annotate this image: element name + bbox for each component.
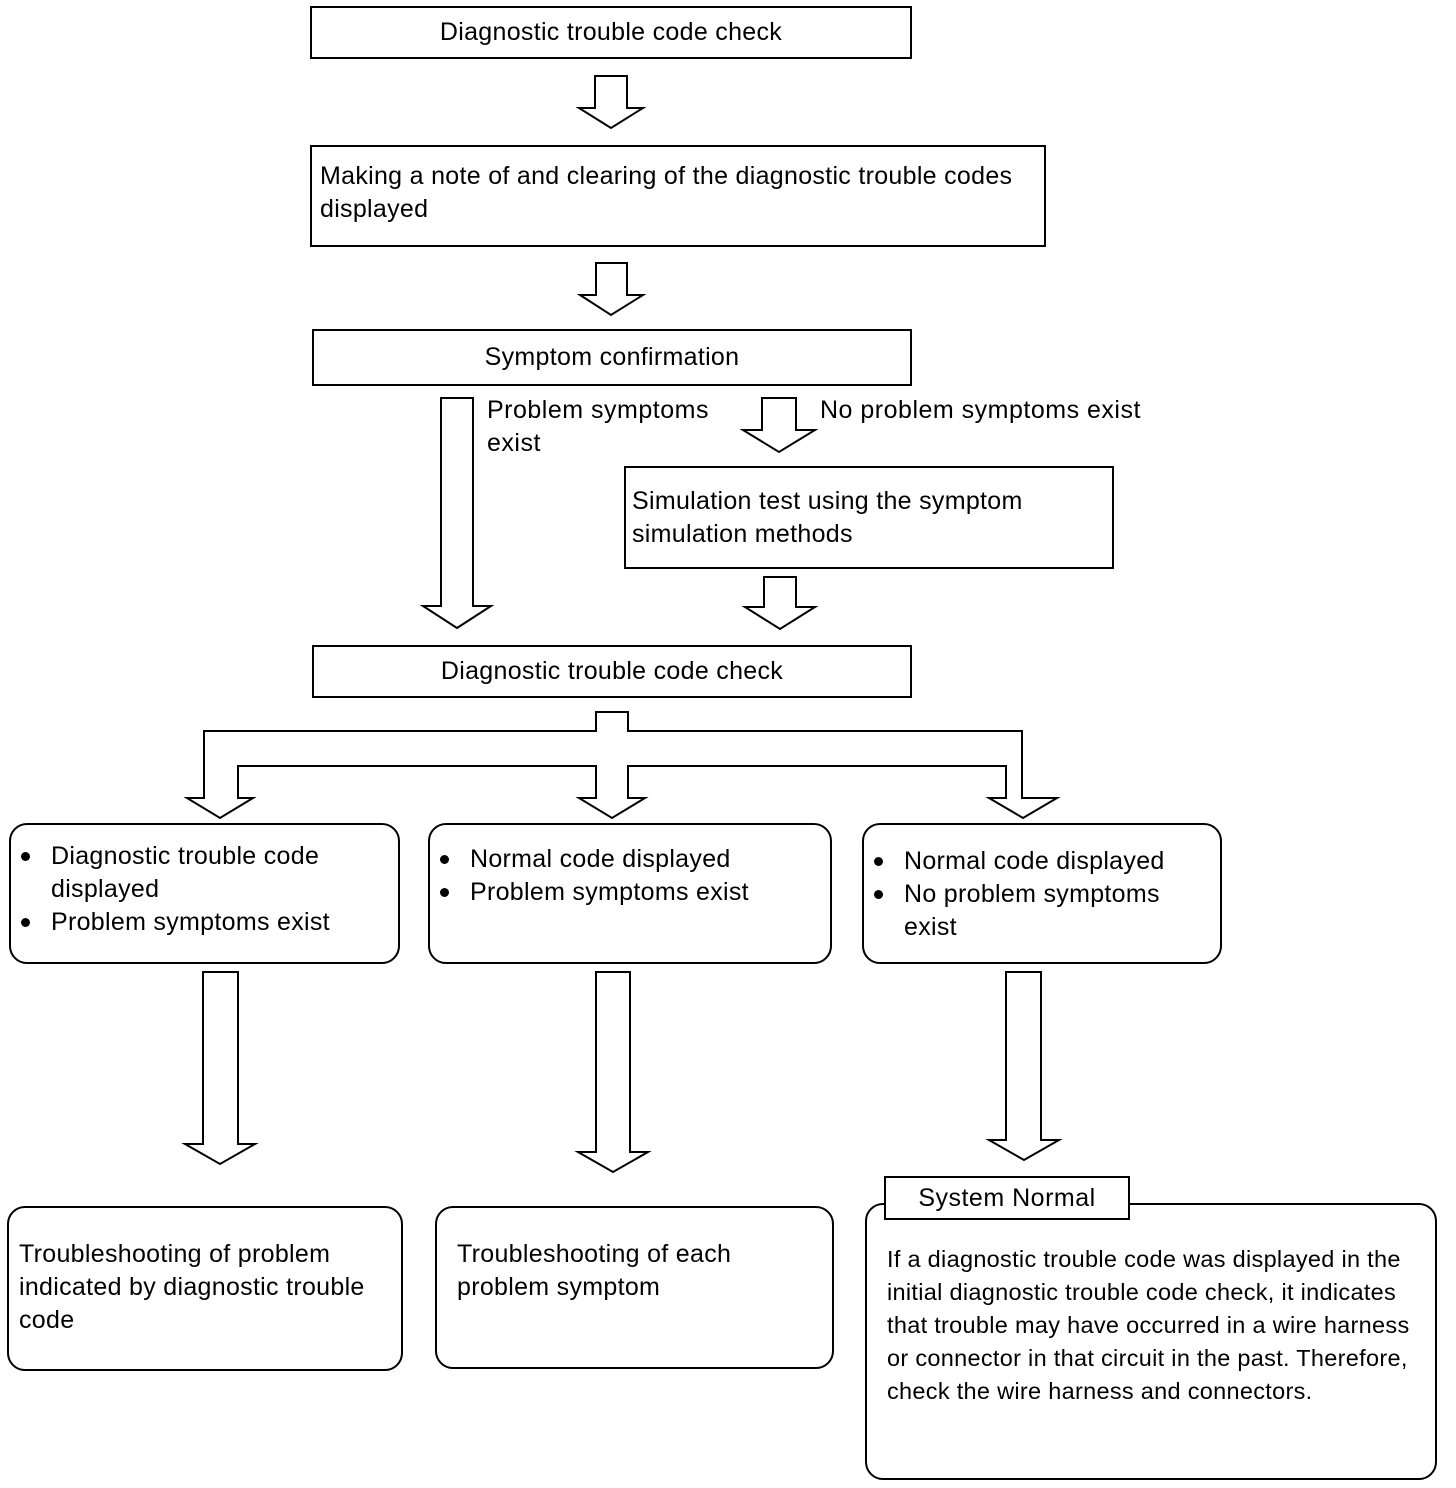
symptom-confirmation-label: Symptom confirmation: [484, 343, 740, 371]
arrow-step2-to-step3: [576, 262, 647, 317]
simulation-test-label: Simulation test using the symptom simula…: [632, 487, 1023, 548]
dtc-check-second-box: Diagnostic trouble code check: [312, 645, 912, 698]
no-problem-symptoms-label: No problem symptoms exist: [820, 396, 1141, 424]
arrow-problem-symptoms-exist: [419, 397, 495, 630]
symptom-confirmation-box: Symptom confirmation: [312, 329, 912, 386]
arrow-case-b-to-result: [574, 971, 652, 1174]
arrow-step1-to-step2: [575, 75, 647, 130]
note-and-clear-label: Making a note of and clearing of the dia…: [320, 162, 1013, 223]
result-dtc-troubleshooting-box: Troubleshooting of problem indicated by …: [7, 1206, 403, 1371]
dtc-check-second-label: Diagnostic trouble code check: [440, 657, 784, 685]
simulation-test-box: Simulation test using the symptom simula…: [624, 466, 1114, 569]
list-item: Normal code displayed: [870, 845, 1216, 878]
arrow-three-way-split: [183, 711, 1061, 820]
case-dtc-displayed-list: Diagnostic trouble code displayed Proble…: [17, 840, 388, 939]
dtc-check-label: Diagnostic trouble code check: [439, 18, 783, 46]
note-and-clear-box: Making a note of and clearing of the dia…: [310, 145, 1046, 247]
list-item: Diagnostic trouble code displayed: [17, 840, 388, 906]
result-symptom-troubleshooting-box: Troubleshooting of each problem symptom: [435, 1206, 834, 1369]
system-normal-title: System Normal: [918, 1183, 1096, 1212]
case-dtc-displayed-box: Diagnostic trouble code displayed Proble…: [9, 823, 400, 964]
result-dtc-troubleshooting-label: Troubleshooting of problem indicated by …: [19, 1240, 365, 1334]
list-item: No problem symptoms exist: [870, 878, 1216, 944]
case-normal-code-problem-box: Normal code displayed Problem symptoms e…: [428, 823, 832, 964]
result-system-normal-box: If a diagnostic trouble code was display…: [865, 1203, 1437, 1480]
arrow-simulation-to-check: [741, 576, 819, 631]
dtc-check-box: Diagnostic trouble code check: [310, 6, 912, 59]
case-normal-code-no-problem-list: Normal code displayed No problem symptom…: [870, 845, 1216, 944]
case-normal-code-problem-list: Normal code displayed Problem symptoms e…: [436, 843, 820, 909]
list-item: Problem symptoms exist: [17, 906, 388, 939]
problem-symptoms-exist-label: Problem symptoms exist: [487, 396, 709, 457]
case-normal-code-no-problem-box: Normal code displayed No problem symptom…: [862, 823, 1222, 964]
result-symptom-troubleshooting-label: Troubleshooting of each problem symptom: [457, 1240, 732, 1301]
list-item: Problem symptoms exist: [436, 876, 820, 909]
system-normal-title-tab: System Normal: [884, 1176, 1130, 1220]
arrow-case-a-to-result: [181, 971, 259, 1166]
arrow-case-c-to-result: [985, 971, 1063, 1162]
system-normal-text: If a diagnostic trouble code was display…: [887, 1246, 1410, 1404]
list-item: Normal code displayed: [436, 843, 820, 876]
arrow-no-problem-symptoms: [739, 397, 819, 454]
